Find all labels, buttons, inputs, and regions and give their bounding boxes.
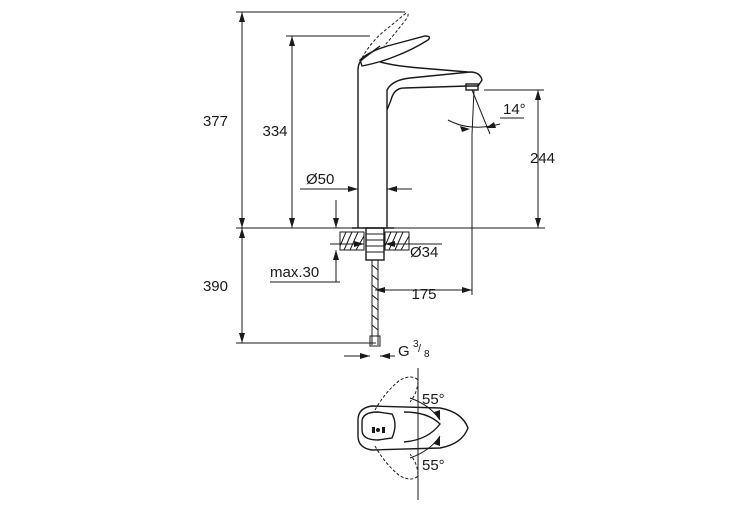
label-d34: Ø34 bbox=[410, 244, 438, 261]
label-thread-g: G bbox=[398, 343, 410, 360]
label-thread-slash: / bbox=[418, 343, 422, 355]
label-334: 334 bbox=[262, 123, 287, 140]
dim-max30: max.30 bbox=[270, 200, 340, 283]
label-390: 390 bbox=[203, 278, 228, 295]
dim-390: 390 bbox=[203, 228, 376, 344]
dim-d50: Ø50 bbox=[300, 171, 412, 192]
dim-334: 334 bbox=[262, 35, 370, 228]
label-thread-den: 8 bbox=[424, 349, 430, 360]
dim-thread: G 3 / 8 bbox=[344, 339, 430, 360]
label-14: 14° bbox=[503, 101, 526, 118]
tap-body bbox=[352, 13, 483, 229]
countertop-section bbox=[339, 227, 410, 347]
label-d50: Ø50 bbox=[306, 171, 334, 188]
top-view: 55° 55° bbox=[357, 368, 469, 500]
dim-244: 244 bbox=[484, 89, 555, 228]
dim-14-angle: 14° bbox=[447, 89, 526, 136]
label-377: 377 bbox=[203, 113, 228, 130]
label-175: 175 bbox=[411, 286, 436, 303]
dim-175: 175 bbox=[375, 135, 473, 303]
label-thread-num: 3 bbox=[413, 339, 419, 350]
dim-d34: Ø34 bbox=[330, 241, 442, 261]
label-55-bottom: 55° bbox=[422, 457, 445, 474]
dim-377: 377 bbox=[203, 11, 405, 228]
label-55-top: 55° bbox=[422, 391, 445, 408]
label-244: 244 bbox=[530, 150, 555, 167]
label-max30: max.30 bbox=[270, 264, 319, 281]
